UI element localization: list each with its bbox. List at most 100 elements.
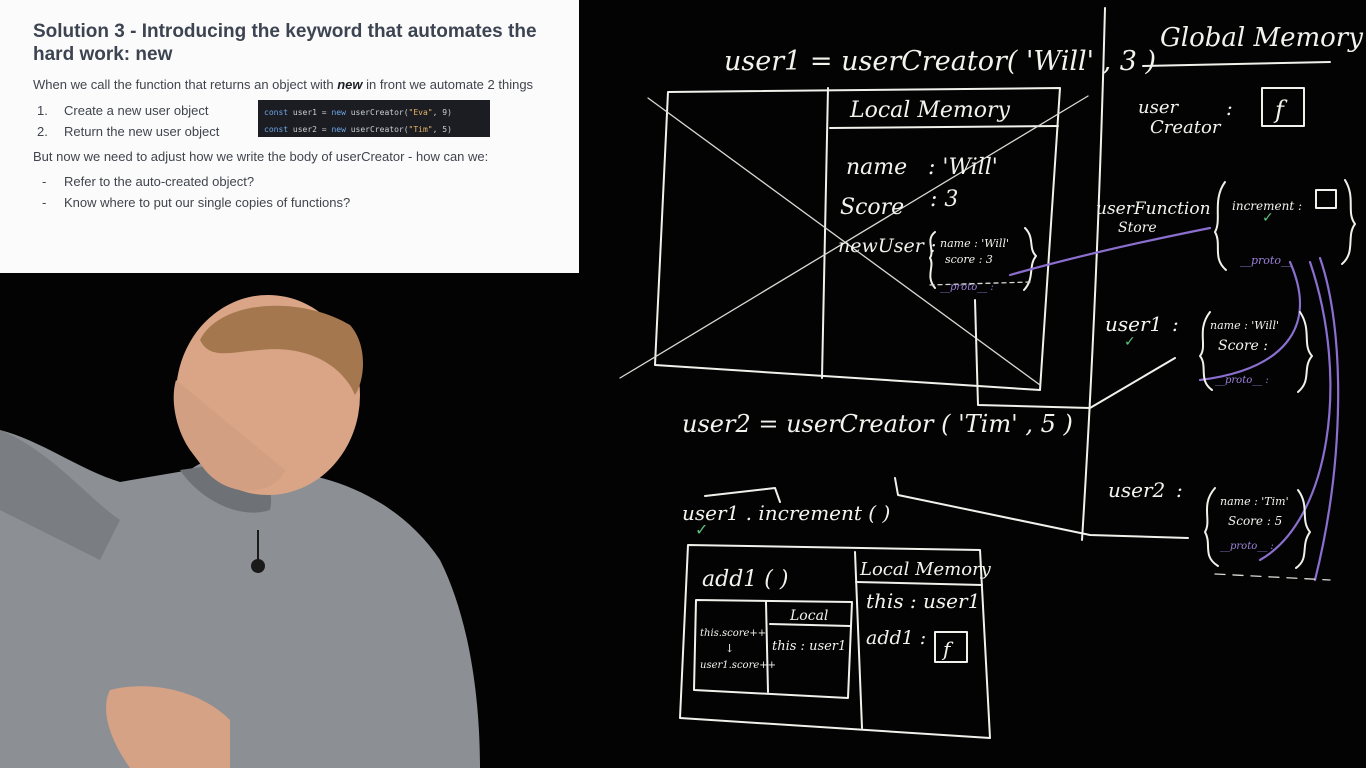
local-name-key: name <box>846 155 907 180</box>
step-text: Create a new user object <box>64 103 209 118</box>
cross-out-line-2 <box>619 95 1089 379</box>
proto-link-outer <box>1313 256 1340 582</box>
code-identifier: user1 = <box>288 108 332 117</box>
user2-name: name : 'Tim' <box>1220 495 1289 508</box>
step-number: 2. <box>37 124 48 139</box>
cross-out-line-1 <box>647 97 1041 386</box>
lecture-slide: Solution 3 - Introducing the keyword tha… <box>0 0 579 273</box>
bullet-dash: - <box>42 195 47 210</box>
user2-dash <box>1214 573 1331 581</box>
local-memory-heading: Local Memory <box>849 98 1010 123</box>
return-arrow <box>974 299 1176 409</box>
usercreator-label-2: Creator <box>1150 117 1222 138</box>
local-memory-underline <box>829 125 1059 129</box>
step-text: Return the new user object <box>64 124 220 139</box>
code-snippet: const user1 = new userCreator("Eva", 9)c… <box>258 100 490 137</box>
code-call: userCreator( <box>345 108 409 117</box>
usercreator-label-1: user <box>1138 97 1179 118</box>
user2-score: Score : 5 <box>1228 514 1282 528</box>
global-memory-underline <box>1142 61 1331 67</box>
add1-f-box <box>934 631 968 663</box>
code-keyword: const <box>264 125 289 134</box>
code-keyword: new <box>331 125 346 134</box>
intro-after: in front we automate 2 things <box>362 77 534 92</box>
bullet-text: Know where to put our single copies of f… <box>64 195 351 210</box>
add1-local-underline <box>855 581 983 586</box>
code-identifier: user2 = <box>288 125 332 134</box>
code-string: "Eva" <box>408 108 433 117</box>
user2-colon: : <box>1176 478 1183 502</box>
bullet-text: Refer to the auto-created object? <box>64 174 255 189</box>
add1-local-memory: Local Memory <box>859 559 992 580</box>
board-line-user1: user1 = userCreator( 'Will' , 3 ) <box>724 46 1156 77</box>
global-memory-heading: Global Memory <box>1160 23 1363 53</box>
store-brace-right <box>1341 179 1356 265</box>
inner-local-underline <box>769 623 851 627</box>
intro-before: When we call the function that returns a… <box>33 77 338 92</box>
proto-link-user1 <box>1198 260 1301 382</box>
newuser-brace-right <box>1023 227 1037 291</box>
newuser-brace-left <box>929 231 936 289</box>
inner-user1-score: user1.score++ <box>700 660 776 671</box>
add1-this-user1: this : user1 <box>866 589 980 613</box>
local-memory-divider <box>821 87 829 379</box>
add1-f-label: f <box>941 637 954 661</box>
add1-call: add1 ( ) <box>702 567 788 592</box>
usercreator-f-box <box>1261 87 1305 127</box>
code-keyword: const <box>264 108 289 117</box>
add1-f-key: add1 : <box>866 627 926 649</box>
user2-proto: __proto__ : <box>1220 541 1274 552</box>
user1-brace-right <box>1297 311 1313 393</box>
increment-f-box <box>1315 189 1337 209</box>
newuser-score: score : 3 <box>945 253 993 266</box>
code-rest: , 5) <box>432 125 452 134</box>
board-line-user2: user2 = userCreator ( 'Tim' , 5 ) <box>682 410 1073 438</box>
step-number: 1. <box>37 103 48 118</box>
question-bullets: - Refer to the auto-created object? - Know… <box>33 171 547 213</box>
local-newuser: newUser : <box>838 235 936 257</box>
user1-colon: : <box>1172 312 1179 336</box>
user2-brace-left <box>1204 487 1219 567</box>
user-function-store-label: userFunction <box>1096 199 1211 219</box>
bullet-item: - Refer to the auto-created object? <box>33 171 547 192</box>
steps-list: 1. Create a new user object 2. Return the … <box>33 100 547 142</box>
inner-this-user1: this : user1 <box>772 639 846 654</box>
step-item: 1. Create a new user object <box>37 100 209 121</box>
usercreator-colon: : <box>1226 96 1233 120</box>
presenter-image <box>0 295 480 768</box>
store-label: Store <box>1118 220 1157 236</box>
step-item: 2. Return the new user object <box>37 121 219 142</box>
code-line: const user1 = new userCreator("Eva", 9) <box>264 104 484 121</box>
newuser-dash <box>929 281 1031 286</box>
code-string: "Tim" <box>408 125 433 134</box>
proto-link-newuser <box>1008 226 1212 277</box>
inner-arrow: ↓ <box>725 642 734 655</box>
local-name-val: : 'Will' <box>928 155 998 180</box>
user1-score: Score : <box>1218 338 1268 354</box>
slide-title: Solution 3 - Introducing the keyword tha… <box>33 21 537 65</box>
store-increment: increment : <box>1232 199 1302 213</box>
code-call: userCreator( <box>345 125 409 134</box>
user2-label: user2 <box>1108 478 1165 502</box>
check-icon: ✓ <box>695 520 708 539</box>
usercreator-f: f <box>1273 96 1288 124</box>
code-rest: , 9) <box>432 108 452 117</box>
store-proto: __proto__ <box>1240 254 1292 267</box>
local-score-val: : 3 <box>930 187 958 212</box>
bullet-item: - Know where to put our single copies of … <box>33 192 547 213</box>
slide-question: But now we need to adjust how we write t… <box>33 149 489 164</box>
user1-label: user1 <box>1105 312 1162 336</box>
bullet-dash: - <box>42 174 47 189</box>
user1-name: name : 'Will' <box>1210 319 1279 332</box>
proto-link-user2 <box>1258 260 1332 562</box>
board-line-increment: user1 . increment ( ) <box>682 501 890 525</box>
newuser-name: name : 'Will' <box>940 237 1009 250</box>
execution-context-box <box>654 87 1061 391</box>
check-icon: ✓ <box>1262 210 1274 226</box>
inner-execution-box <box>693 599 853 699</box>
newuser-proto: __proto__ : <box>940 282 994 293</box>
inner-divider <box>765 601 769 693</box>
local-score-key: Score <box>840 195 904 220</box>
